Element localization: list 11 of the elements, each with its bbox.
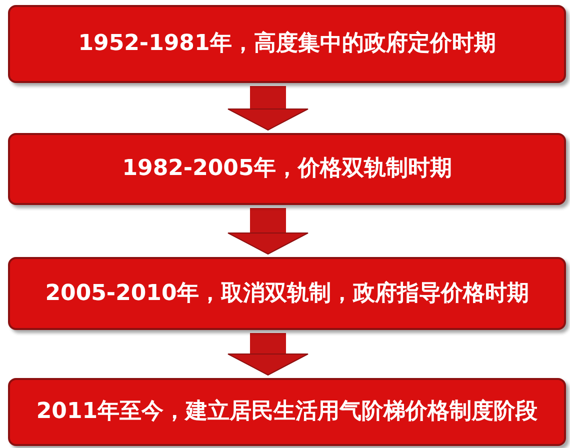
down-arrow bbox=[228, 333, 308, 376]
stage-text: 1982-2005年，价格双轨制时期 bbox=[121, 155, 453, 183]
down-arrow bbox=[228, 208, 308, 254]
down-arrow bbox=[228, 86, 308, 130]
stage-text: 2011年至今，建立居民生活用气阶梯价格制度阶段 bbox=[35, 398, 539, 426]
stage-box bbox=[8, 257, 566, 330]
stage-text: 1952-1981年，高度集中的政府定价时期 bbox=[77, 30, 497, 58]
stage-text: 2005-2010年，取消双轨制，政府指导价格时期 bbox=[44, 280, 530, 308]
stage-box bbox=[8, 378, 566, 446]
stage-box bbox=[8, 133, 566, 205]
stage-box bbox=[8, 5, 566, 83]
